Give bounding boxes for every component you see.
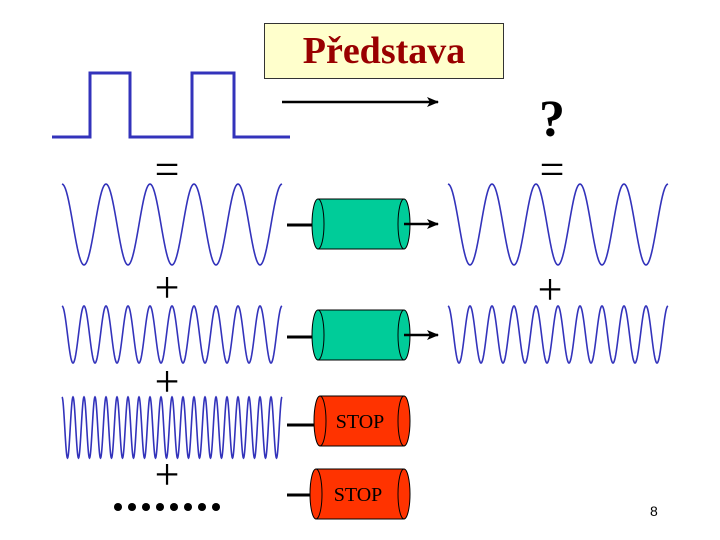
output-sine-wave-2 [447,305,669,364]
plus-sign-2: + [155,357,180,406]
equals-sign-right: = [540,145,565,194]
question-mark: ? [539,91,565,148]
output-sine-wave-1 [447,183,669,266]
stop-label-1: STOP [336,411,385,433]
pass-filter-2 [287,309,439,361]
title-box: Představa [264,23,504,79]
plus-sign-3: + [155,450,180,499]
sine-wave-3 [61,395,283,460]
pass-filter-1 [287,198,439,250]
ellipsis-dots [114,503,220,511]
stop-label-2: STOP [334,484,383,506]
sine-wave-1 [61,183,283,266]
sine-wave-2 [61,305,283,364]
stop-filter-1: STOP [287,395,411,447]
plus-sign-1: + [155,263,180,312]
equals-sign-left: = [155,145,180,194]
page-number: 8 [650,503,658,519]
slide-title: Představa [302,30,466,72]
plus-sign-right: + [538,265,563,314]
stop-filter-2: STOP [287,468,411,520]
square-wave [52,71,290,139]
